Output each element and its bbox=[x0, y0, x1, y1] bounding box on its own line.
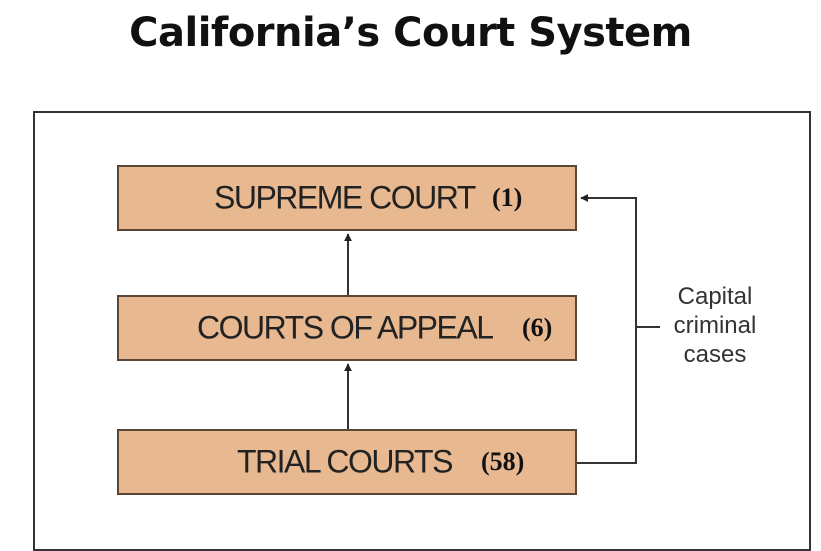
courts-of-appeal-label: COURTS OF APPEAL bbox=[197, 309, 494, 346]
diagram-title: California’s Court System bbox=[129, 10, 692, 56]
capital-criminal-cases-label: Capital criminal cases bbox=[660, 282, 770, 369]
supreme-court-label: SUPREME COURT bbox=[214, 179, 476, 216]
side-label-line-1: Capital bbox=[677, 283, 753, 310]
courts-of-appeal-count: (6) bbox=[522, 313, 553, 342]
courts-of-appeal-box: COURTS OF APPEAL (6) bbox=[117, 295, 577, 361]
supreme-court-count: (1) bbox=[492, 183, 523, 212]
side-label-line-3: cases bbox=[683, 341, 747, 368]
side-label-line-2: criminal bbox=[673, 312, 757, 339]
trial-courts-box: TRIAL COURTS (58) bbox=[117, 429, 577, 495]
trial-courts-label: TRIAL COURTS bbox=[237, 443, 453, 480]
trial-courts-count: (58) bbox=[481, 447, 525, 476]
supreme-court-box: SUPREME COURT (1) bbox=[117, 165, 577, 231]
capital-cases-arrow bbox=[577, 194, 637, 464]
